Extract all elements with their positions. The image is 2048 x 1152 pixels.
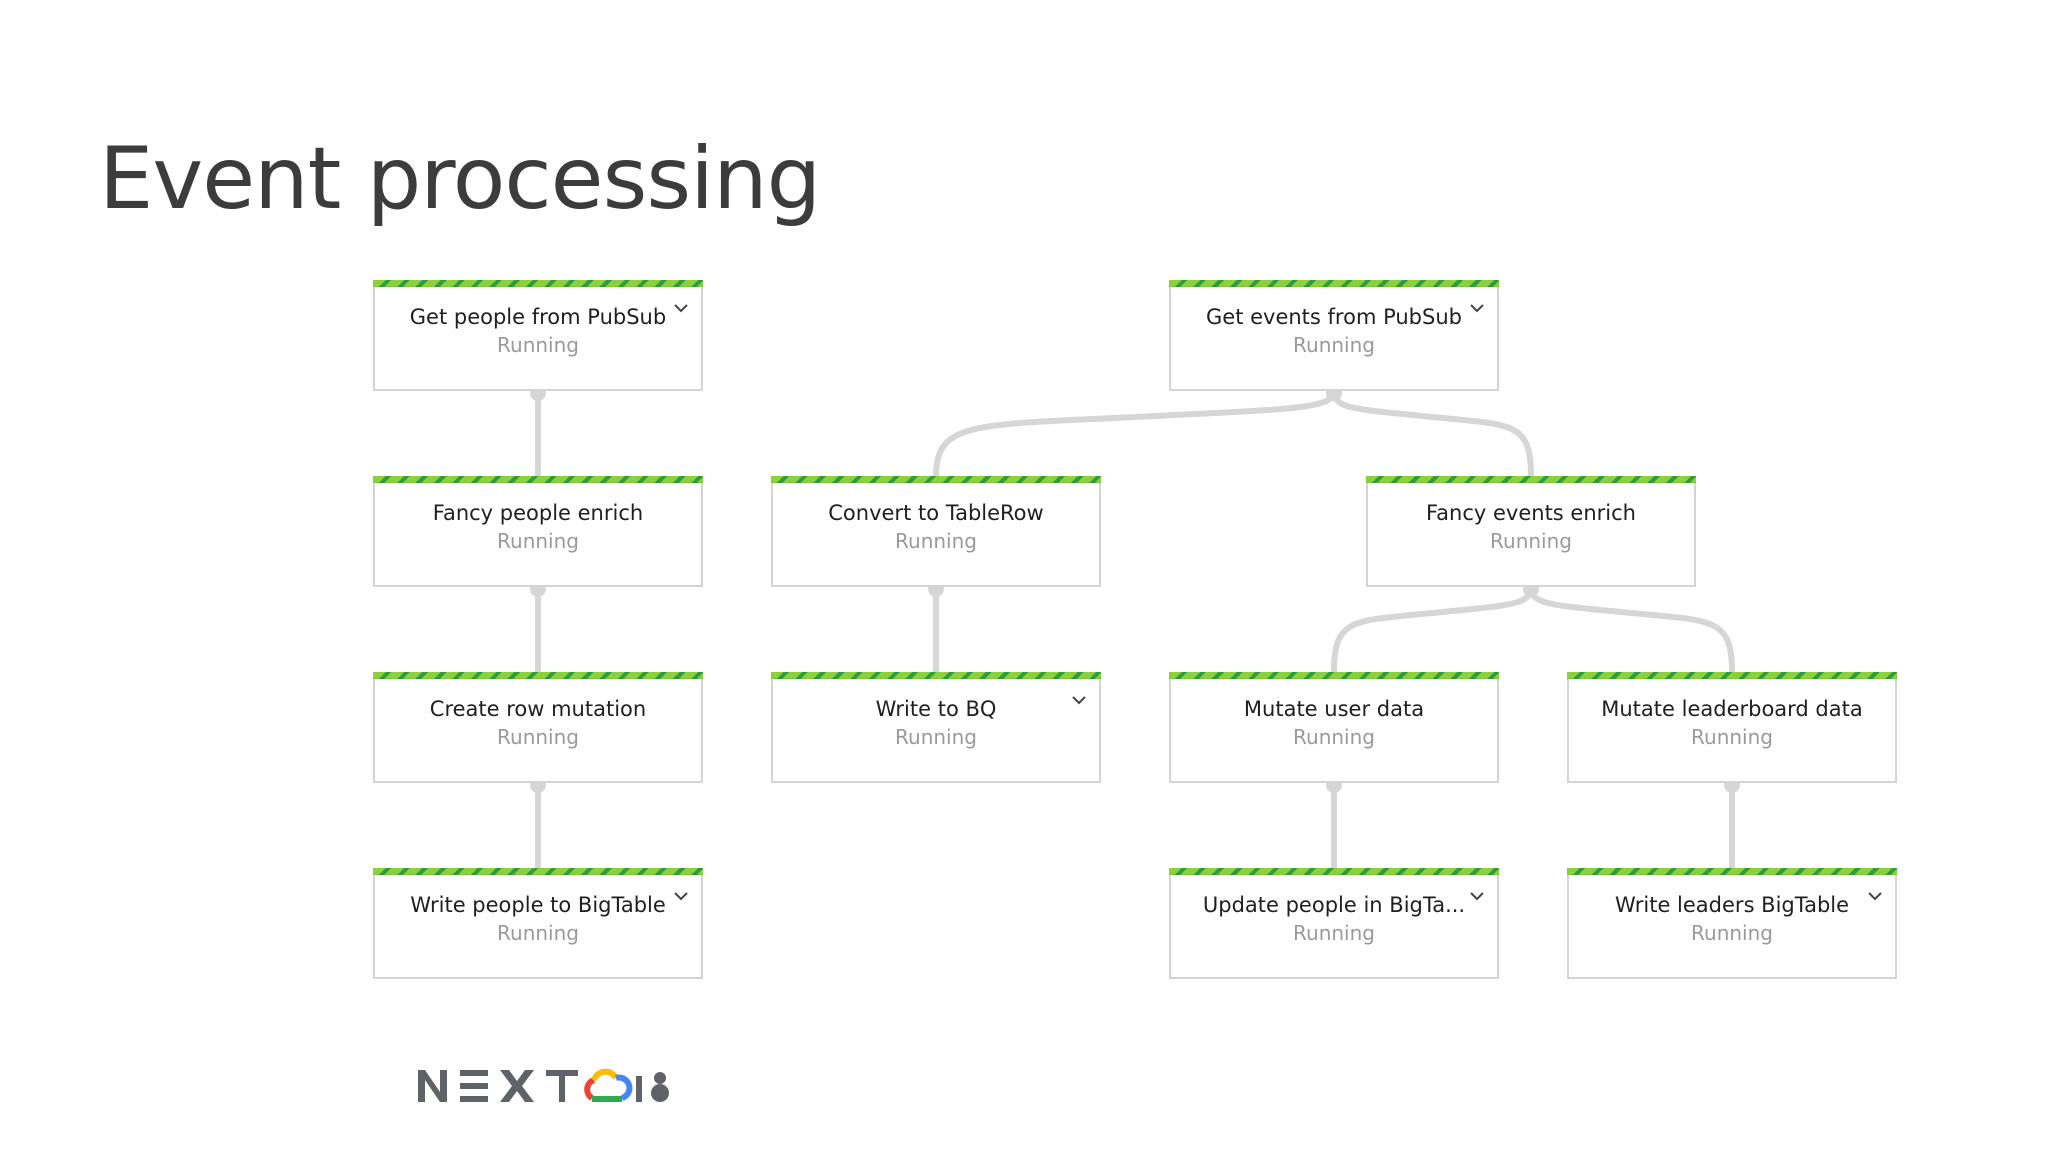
chevron-down-icon[interactable] xyxy=(673,302,689,314)
step-label: Write people to BigTable xyxy=(410,893,666,917)
edge-n5-n8 xyxy=(1331,390,1534,477)
step-label: Update people in BigTa... xyxy=(1202,893,1466,917)
step-label: Fancy people enrich xyxy=(432,501,644,525)
step-status: Running xyxy=(1691,725,1773,749)
step-label: Mutate leaderboard data xyxy=(1601,697,1863,721)
step-label: Fancy events enrich xyxy=(1426,501,1636,525)
chevron-down-icon[interactable] xyxy=(1469,890,1485,902)
step-status: Running xyxy=(1490,529,1572,553)
step-status: Running xyxy=(1293,333,1375,357)
status-stripe xyxy=(1366,476,1696,483)
next-18-logo xyxy=(418,1068,669,1102)
step-label: Convert to TableRow xyxy=(828,501,1044,525)
chevron-down-icon[interactable] xyxy=(1469,302,1485,314)
step-status: Running xyxy=(1691,921,1773,945)
status-stripe xyxy=(373,672,703,679)
status-stripe xyxy=(373,868,703,875)
chevron-down-icon[interactable] xyxy=(1867,890,1883,902)
step-label: Mutate user data xyxy=(1243,697,1425,721)
status-stripe xyxy=(1169,672,1499,679)
step-label: Create row mutation xyxy=(429,697,647,721)
edge-n8-n9 xyxy=(1331,586,1534,673)
step-label: Write leaders BigTable xyxy=(1614,893,1850,917)
status-stripe xyxy=(373,476,703,483)
step-label: Get people from PubSub xyxy=(409,305,667,329)
step-status: Running xyxy=(497,333,579,357)
chevron-down-icon[interactable] xyxy=(1071,694,1087,706)
step-label: Write to BQ xyxy=(875,697,997,721)
status-stripe xyxy=(1567,672,1897,679)
status-stripe xyxy=(1169,280,1499,287)
pipeline-step-n7[interactable]: Write to BQ Running xyxy=(771,672,1101,783)
step-label: Get events from PubSub xyxy=(1206,305,1462,329)
edge-n5-n6 xyxy=(933,390,1337,477)
status-stripe xyxy=(771,476,1101,483)
step-status: Running xyxy=(895,529,977,553)
step-status: Running xyxy=(895,725,977,749)
pipeline-step-n11[interactable]: Update people in BigTa... Running xyxy=(1169,868,1499,979)
step-status: Running xyxy=(497,529,579,553)
status-stripe xyxy=(1567,868,1897,875)
page-title: Event processing xyxy=(99,129,821,229)
step-status: Running xyxy=(1293,921,1375,945)
step-status: Running xyxy=(497,725,579,749)
status-stripe xyxy=(373,280,703,287)
chevron-down-icon[interactable] xyxy=(673,890,689,902)
step-status: Running xyxy=(497,921,579,945)
status-stripe xyxy=(1169,868,1499,875)
step-status: Running xyxy=(1293,725,1375,749)
edge-n8-n10 xyxy=(1528,586,1735,673)
status-stripe xyxy=(771,672,1101,679)
